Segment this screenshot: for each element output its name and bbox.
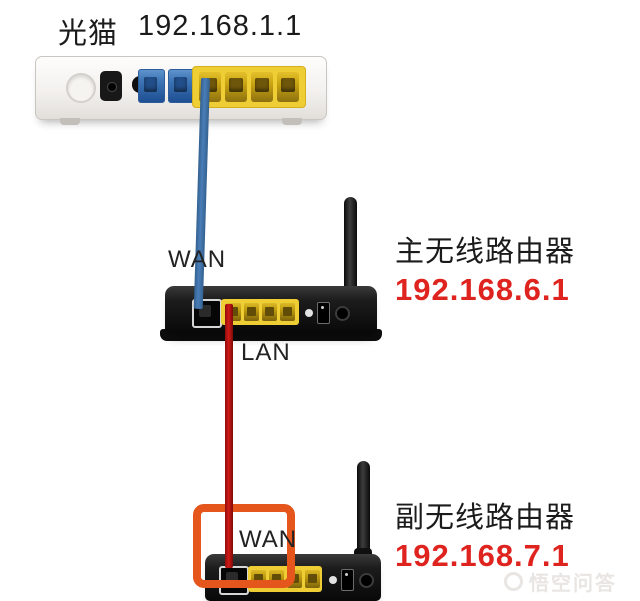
modem-round-button bbox=[66, 73, 96, 103]
phone-port-1 bbox=[138, 69, 165, 103]
secondary-router-power-jack bbox=[359, 573, 374, 588]
main-router-ip: 192.168.6.1 bbox=[395, 271, 570, 307]
secondary-router-wps-button bbox=[329, 576, 337, 584]
modem-lan-port-4 bbox=[277, 72, 299, 102]
modem-caption: 光猫 192.168.1.1 bbox=[58, 10, 302, 52]
modem-lan-port-panel bbox=[192, 66, 306, 108]
main-router-name: 主无线路由器 bbox=[395, 236, 576, 268]
main-router-lan-port-4 bbox=[279, 303, 295, 321]
watermark-logo-icon bbox=[504, 572, 523, 591]
secondary-router-caption: 副无线路由器 192.168.7.1 bbox=[395, 502, 576, 574]
main-router-lan-port-2 bbox=[243, 303, 259, 321]
modem-lan-port-2 bbox=[225, 72, 247, 102]
wan-highlight-box bbox=[193, 504, 295, 588]
red-ethernet-cable bbox=[225, 304, 233, 568]
secondary-router-ip: 192.168.7.1 bbox=[395, 537, 570, 573]
main-router-lan-port-panel bbox=[221, 299, 299, 325]
main-router-power-switch bbox=[317, 302, 330, 324]
modem-label: 光猫 bbox=[58, 18, 119, 50]
main-router-wan-label: WAN bbox=[168, 246, 227, 273]
modem-foot-left bbox=[60, 118, 80, 125]
secondary-router-power-switch bbox=[341, 569, 354, 591]
modem-ip: 192.168.1.1 bbox=[138, 10, 303, 42]
main-router-caption: 主无线路由器 192.168.6.1 bbox=[395, 236, 576, 308]
watermark: 悟空问答 bbox=[504, 567, 617, 596]
watermark-text: 悟空问答 bbox=[529, 573, 617, 595]
main-router-power-jack bbox=[335, 306, 350, 321]
secondary-router-wan-label: WAN bbox=[239, 526, 298, 553]
secondary-router-name: 副无线路由器 bbox=[395, 502, 576, 534]
modem-phone-ports bbox=[138, 69, 195, 103]
main-router-wps-button bbox=[305, 309, 313, 317]
phone-port-2 bbox=[168, 69, 195, 103]
secondary-router-antenna-icon bbox=[357, 461, 370, 557]
modem-foot-right bbox=[282, 118, 302, 125]
main-router-antenna-icon bbox=[344, 197, 357, 295]
secondary-router-lan-port-4 bbox=[304, 570, 320, 588]
modem-lan-port-3 bbox=[251, 72, 273, 102]
main-router-lan-label: LAN bbox=[241, 339, 291, 366]
modem-device bbox=[35, 56, 327, 125]
modem-power-jack bbox=[100, 71, 122, 101]
main-router-lan-port-3 bbox=[261, 303, 277, 321]
